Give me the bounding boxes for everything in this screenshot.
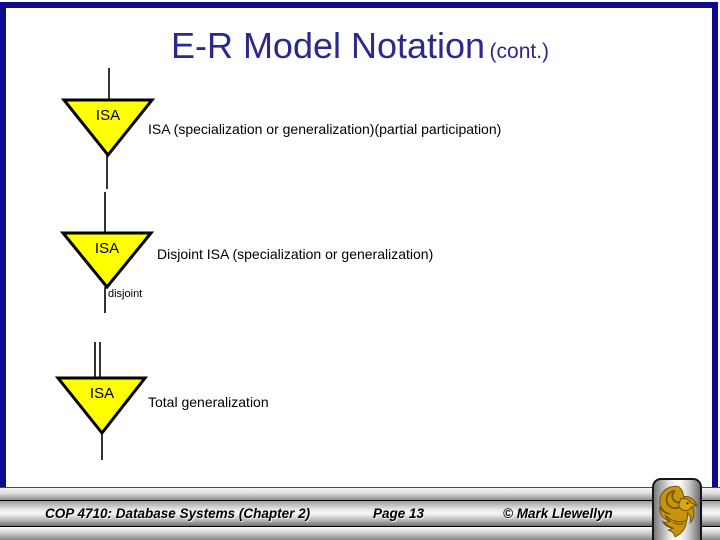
- isa-triangle: [60, 98, 156, 158]
- disjoint-label: disjoint: [108, 288, 142, 300]
- footer-copyright-label: © Mark Llewellyn: [503, 506, 613, 521]
- isa-triangle: [54, 376, 149, 436]
- footer-bar-top: [0, 487, 720, 500]
- isa-label: ISA: [95, 240, 119, 257]
- isa-partial-description: ISA (specialization or generalization)(p…: [148, 121, 502, 137]
- footer-bar-main: COP 4710: Database Systems (Chapter 2) P…: [0, 500, 720, 527]
- isa-partial-group: ISA: [55, 62, 175, 192]
- isa-total-description: Total generalization: [148, 394, 269, 410]
- isa-disjoint-description: Disjoint ISA (specialization or generali…: [157, 246, 434, 262]
- ucf-pegasus-logo-icon: [659, 485, 698, 538]
- footer: COP 4710: Database Systems (Chapter 2) P…: [0, 487, 720, 540]
- footer-bar-bottom: [0, 527, 720, 540]
- isa-triangle-symbol: ISA: [60, 68, 156, 189]
- page-title: E-R Model Notation: [170, 25, 486, 66]
- isa-disjoint-group: ISA disjoint: [55, 190, 185, 320]
- isa-total-group: ISA: [50, 335, 180, 465]
- isa-triangle: [59, 231, 155, 290]
- title-row: E-R Model Notation (cont.): [0, 26, 720, 66]
- isa-label: ISA: [90, 385, 114, 402]
- isa-triangle-symbol: ISA disjoint: [59, 192, 155, 313]
- isa-label: ISA: [96, 107, 120, 124]
- isa-triangle-symbol: ISA: [54, 342, 149, 460]
- footer-page-label: Page 13: [373, 506, 425, 521]
- logo-panel: [652, 478, 702, 540]
- footer-course-label: COP 4710: Database Systems (Chapter 2): [45, 506, 311, 521]
- page-title-suffix: (cont.): [489, 40, 550, 63]
